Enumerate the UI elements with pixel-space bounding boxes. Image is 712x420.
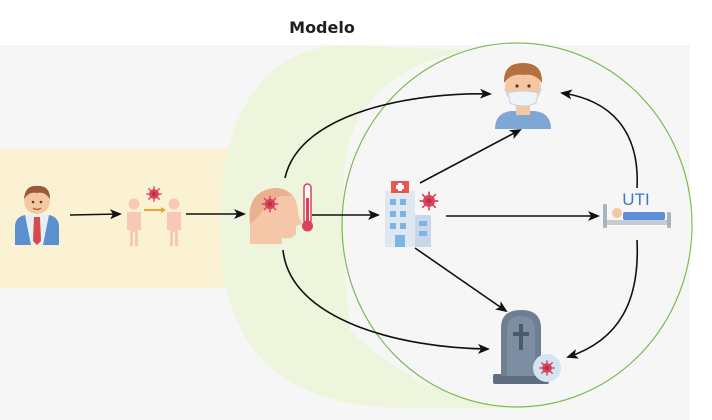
- model-boundary: [341, 42, 693, 408]
- hospital-bed-icon: [603, 204, 671, 228]
- masked-person-icon: [495, 63, 551, 129]
- fever-head-icon: [249, 183, 313, 244]
- arrow-hospital-to-recovered: [419, 129, 522, 184]
- diagram-title: Modelo: [289, 18, 355, 37]
- arrow-symptoms-to-death: [282, 249, 490, 354]
- arrow-icu-to-death: [566, 239, 639, 359]
- arrows: [69, 88, 639, 359]
- green-zone: [220, 45, 520, 408]
- icu-label: UTI: [622, 190, 649, 209]
- businessman-icon: [15, 185, 59, 245]
- gravestone-virus-icon: [493, 310, 561, 384]
- arrow-hospital-to-death: [414, 247, 508, 313]
- arrow-symptoms-to-recovered: [284, 88, 492, 179]
- arrow-icu-to-recovered: [560, 89, 638, 189]
- hospital-virus-icon: [385, 181, 440, 247]
- virus-transmission-icon: [127, 185, 181, 246]
- arrow-person-to-transmission: [69, 209, 122, 220]
